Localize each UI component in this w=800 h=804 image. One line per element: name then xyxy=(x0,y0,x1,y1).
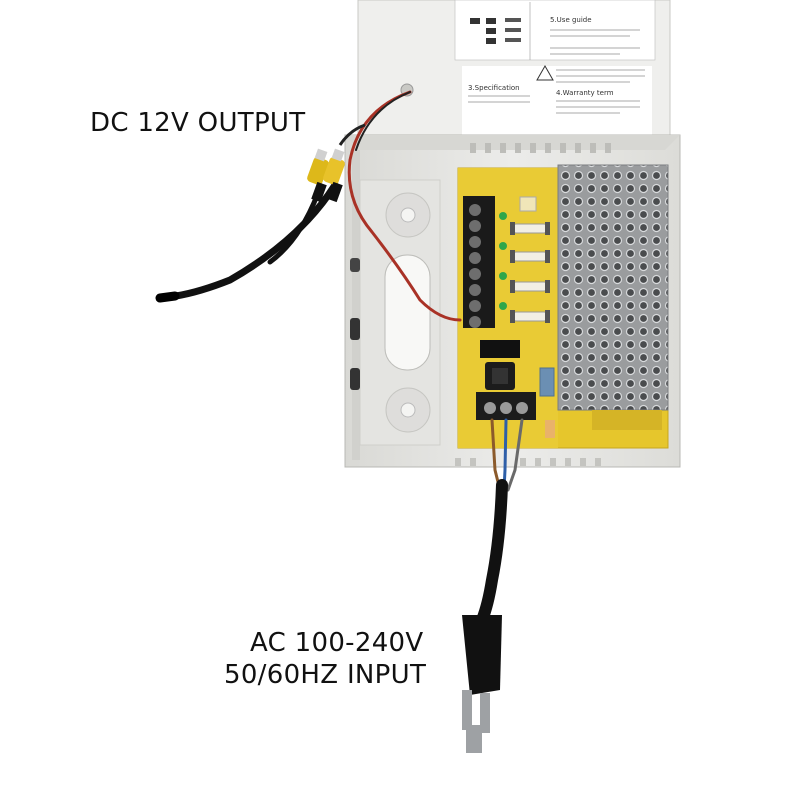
lid-warranty: 4.Warranty term xyxy=(556,89,614,97)
ac-input-label-voltage: AC 100-240V xyxy=(250,628,424,658)
ac-power-cord xyxy=(476,418,524,626)
ac-input-label-frequency: 50/60HZ INPUT xyxy=(224,660,427,690)
lid-specification: 3.Specification xyxy=(468,84,520,92)
ac-plug xyxy=(462,615,502,753)
enclosure-lid: 5.Use guide 3.Specification 4.Warranty t… xyxy=(357,0,671,141)
dc-output-label: DC 12V OUTPUT xyxy=(90,108,306,138)
transformer-cage xyxy=(557,164,669,411)
circuit-board xyxy=(457,164,669,449)
dc-barrel-connectors xyxy=(307,123,366,203)
dc-output-cable xyxy=(155,90,462,322)
lid-use-guide: 5.Use guide xyxy=(550,16,592,24)
